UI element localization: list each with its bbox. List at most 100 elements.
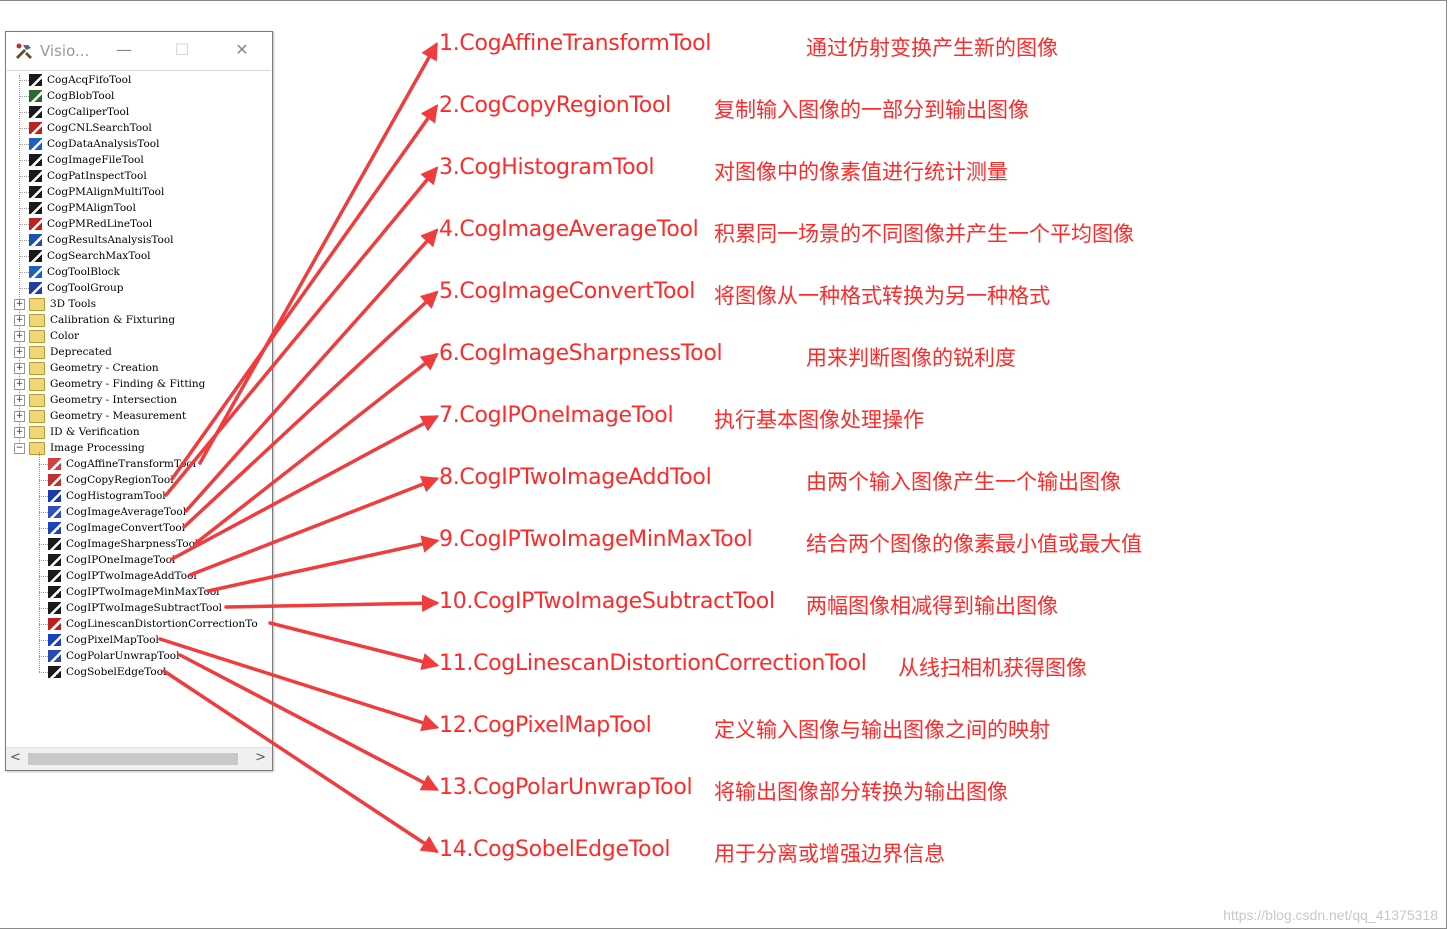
image-average-icon [48, 506, 61, 518]
tree-guide-line [39, 608, 48, 609]
tree-item-label: CogToolGroup [47, 282, 124, 294]
tree-item[interactable]: CogPMAlignMultiTool [29, 184, 164, 200]
tree-item[interactable]: Geometry - Intersection [29, 392, 177, 408]
tree-item[interactable]: CogIPTwoImageAddTool [48, 568, 197, 584]
tool-block-icon [29, 266, 42, 278]
tree-item[interactable]: CogIPTwoImageSubtractTool [48, 600, 222, 616]
tree-item[interactable]: CogIPTwoImageMinMaxTool [48, 584, 220, 600]
expand-icon[interactable]: + [14, 427, 25, 438]
expand-icon[interactable]: + [14, 363, 25, 374]
tree-item[interactable]: CogAcqFifoTool [29, 72, 131, 88]
tree-guide-line [19, 96, 29, 97]
tree-item[interactable]: CogSobelEdgeTool [48, 664, 166, 680]
folder-icon [29, 425, 45, 439]
tree-item-label: CogPixelMapTool [66, 634, 159, 646]
tree-item-label: CogCNLSearchTool [47, 122, 152, 134]
tree-item[interactable]: CogHistogramTool [48, 488, 166, 504]
expand-icon[interactable]: + [14, 331, 25, 342]
close-button[interactable]: ✕ [235, 40, 249, 59]
tree-item[interactable]: CogCopyRegionTool [48, 472, 174, 488]
tree-item[interactable]: Image Processing [29, 440, 145, 456]
tree-item-label: CogPolarUnwrapTool [66, 650, 180, 662]
annotation-description: 执行基本图像处理操作 [714, 408, 924, 432]
polar-unwrap-icon [48, 650, 61, 662]
tree-item[interactable]: CogDataAnalysisTool [29, 136, 159, 152]
title-bar[interactable]: Visio... — ☐ ✕ [6, 32, 272, 69]
tree-item[interactable]: Geometry - Creation [29, 360, 159, 376]
tree-item[interactable]: CogImageFileTool [29, 152, 144, 168]
annotation-arrow [206, 535, 440, 593]
expand-icon[interactable]: + [14, 411, 25, 422]
tree-guide-line [19, 112, 29, 113]
scroll-left-icon[interactable]: < [10, 750, 21, 765]
tree-item-label: 3D Tools [50, 298, 97, 310]
tree-item[interactable]: CogPMAlignTool [29, 200, 136, 216]
annotation-tool-name: 1.CogAffineTransformTool [439, 31, 712, 56]
annotation-arrow [194, 352, 439, 545]
tree-item[interactable]: CogPMRedLineTool [29, 216, 152, 232]
tree-item[interactable]: CogImageAverageTool [48, 504, 186, 520]
expand-icon[interactable]: + [14, 347, 25, 358]
tree-item-label: CogImageFileTool [47, 154, 144, 166]
tree-item-label: CogIPOneImageTool [66, 554, 176, 566]
folder-icon [29, 441, 45, 455]
minimize-button[interactable]: — [116, 40, 132, 59]
results-analysis-icon [29, 234, 42, 246]
expand-icon[interactable]: + [14, 299, 25, 310]
tree-item[interactable]: CogToolBlock [29, 264, 120, 280]
tree-item[interactable]: CogPolarUnwrapTool [48, 648, 179, 664]
tree-item[interactable]: CogCaliperTool [29, 104, 129, 120]
tree-item[interactable]: ID & Verification [29, 424, 140, 440]
tree-item[interactable]: Geometry - Finding & Fitting [29, 376, 205, 392]
tree-item[interactable]: CogCNLSearchTool [29, 120, 152, 136]
tree-item[interactable]: CogLinescanDistortionCorrectionTo [48, 616, 258, 632]
pmalign-icon [29, 202, 42, 214]
tree-item[interactable]: CogSearchMaxTool [29, 248, 151, 264]
tree-item[interactable]: CogImageConvertTool [48, 520, 185, 536]
tree-item-label: CogIPTwoImageSubtractTool [66, 602, 222, 614]
tree-item[interactable]: CogPatInspectTool [29, 168, 147, 184]
tree-guide-line [39, 672, 48, 673]
tree-item[interactable]: Deprecated [29, 344, 112, 360]
tree-item-label: CogPMAlignTool [47, 202, 136, 214]
affine-transform-icon [48, 458, 61, 470]
annotation-arrow [158, 637, 440, 732]
tree-item[interactable]: CogBlobTool [29, 88, 114, 104]
histogram-icon [48, 490, 61, 502]
tree-item-label: Geometry - Measurement [50, 410, 187, 422]
expand-icon[interactable]: + [14, 315, 25, 326]
expand-icon[interactable]: + [14, 379, 25, 390]
tree-guide-line [19, 208, 29, 209]
tree-item-label: CogAffineTransformTool [66, 458, 197, 470]
tree-item[interactable]: Calibration & Fixturing [29, 312, 175, 328]
tree-guide-line [19, 272, 29, 273]
ip-one-image-icon [48, 554, 61, 566]
tree-item[interactable]: Color [29, 328, 79, 344]
horizontal-scrollbar[interactable]: < > [6, 747, 272, 770]
tree-item-label: CogSearchMaxTool [47, 250, 151, 262]
tree-item[interactable]: CogToolGroup [29, 280, 123, 296]
tree-guide-line [19, 128, 29, 129]
caliper-icon [29, 106, 42, 118]
scroll-right-icon[interactable]: > [255, 750, 266, 765]
tree-item[interactable]: CogPixelMapTool [48, 632, 159, 648]
tree-item[interactable]: 3D Tools [29, 296, 96, 312]
folder-icon [29, 329, 45, 343]
scrollbar-thumb[interactable] [28, 753, 238, 765]
maximize-button[interactable]: ☐ [174, 40, 190, 59]
tree-item-label: CogIPTwoImageMinMaxTool [66, 586, 220, 598]
tree-item[interactable]: Geometry - Measurement [29, 408, 186, 424]
expand-icon[interactable]: + [14, 395, 25, 406]
window-title: Visio... [40, 42, 90, 60]
tree-item-label: CogLinescanDistortionCorrectionTo [66, 618, 258, 630]
tree-item[interactable]: CogAffineTransformTool [48, 456, 196, 472]
tree-item-label: Geometry - Finding & Fitting [50, 378, 206, 390]
collapse-icon[interactable]: − [14, 443, 25, 454]
tree-item[interactable]: CogImageSharpnessTool [48, 536, 198, 552]
tree-item[interactable]: CogResultsAnalysisTool [29, 232, 174, 248]
pmalign-multi-icon [29, 186, 42, 198]
data-analysis-icon [29, 138, 42, 150]
tree-item[interactable]: CogIPOneImageTool [48, 552, 175, 568]
annotation-tool-name: 6.CogImageSharpnessTool [439, 341, 723, 366]
